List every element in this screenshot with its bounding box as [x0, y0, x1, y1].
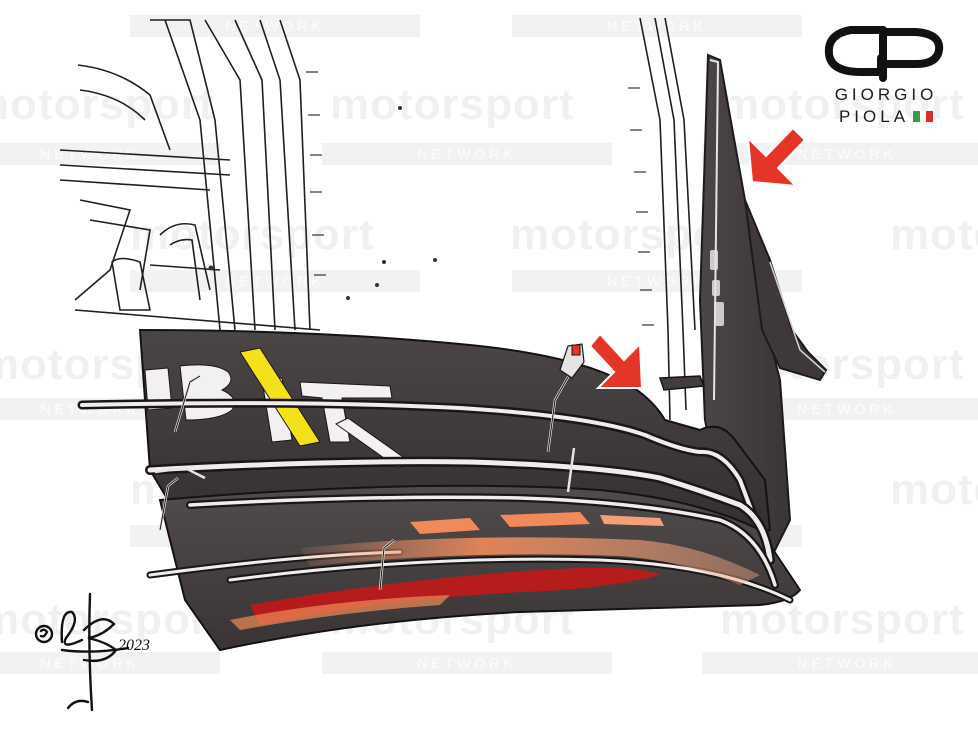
- floor-edge-body: [77, 328, 802, 652]
- credit-last-name: PIOLA: [838, 107, 910, 126]
- chassis-line-drawing: [59, 17, 696, 421]
- artist-signature: 2023: [34, 592, 150, 712]
- signature-year: 2023: [118, 637, 150, 654]
- giorgio-piola-credit: GIORGIO PIOLA: [816, 20, 956, 128]
- underfloor-glow: [230, 512, 760, 630]
- gp-logo-icon: [824, 26, 944, 82]
- credit-last-name-row: PIOLA: [816, 106, 956, 128]
- credit-first-name: GIORGIO: [834, 85, 938, 104]
- red-arrow-icon: [588, 332, 644, 389]
- red-arrow-icon: [746, 126, 807, 188]
- detail-ticks: [306, 71, 654, 326]
- floor-connector: [559, 343, 585, 379]
- stay-outlines: [159, 369, 573, 591]
- yellow-livery-stripe: [239, 347, 321, 447]
- floor-channels: [77, 398, 794, 604]
- detail-dots: [208, 106, 437, 300]
- italian-flag-icon: [913, 111, 934, 123]
- fin-base-tab: [658, 375, 706, 391]
